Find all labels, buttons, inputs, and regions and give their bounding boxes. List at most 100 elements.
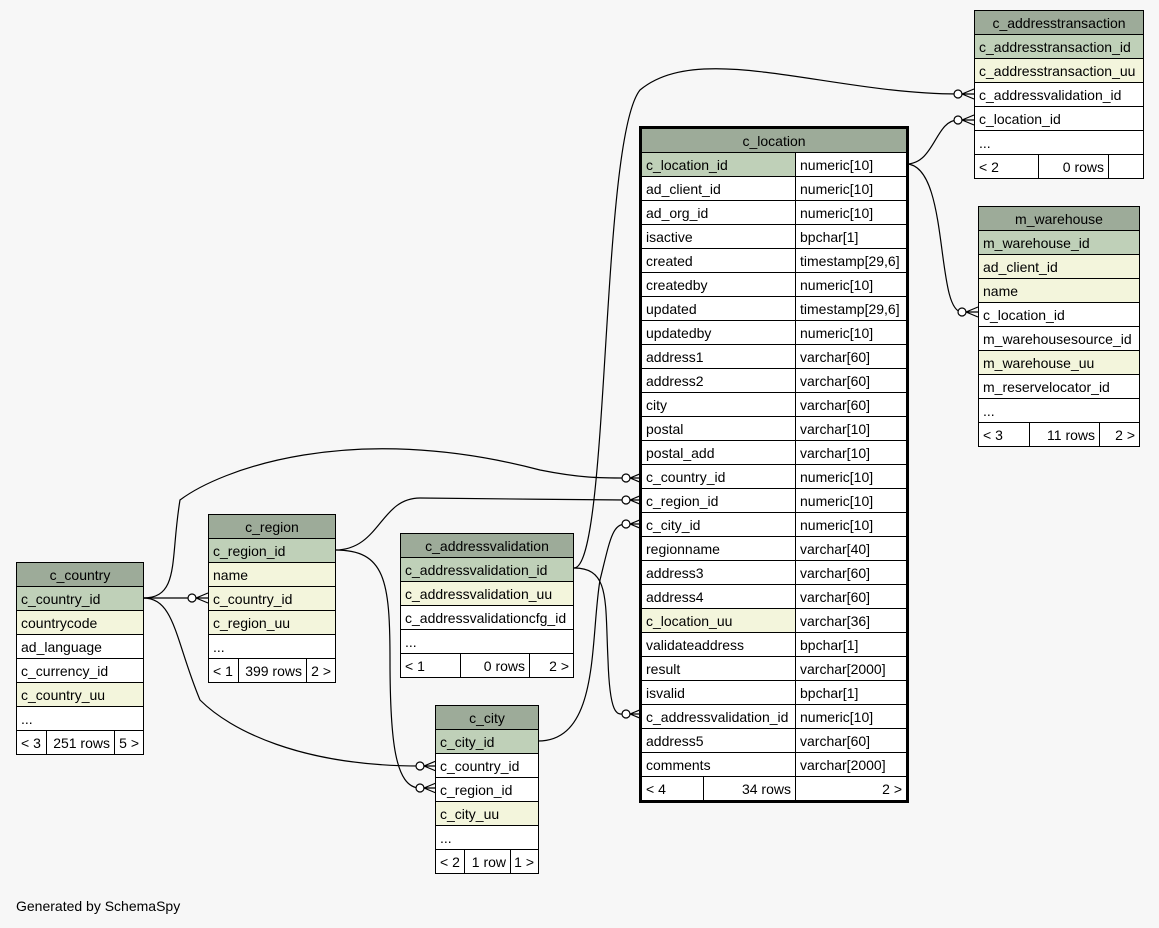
column-name[interactable]: name [978,278,1140,303]
column-name[interactable]: c_addressvalidation_id [974,82,1144,107]
child-count-link[interactable]: 5 > [114,730,144,755]
column-type: varchar[60] [795,560,907,585]
column-name[interactable]: c_addresstransaction_uu [974,58,1144,83]
column-name[interactable]: ... [208,634,336,659]
column-name[interactable]: comments [641,752,796,777]
column-name[interactable]: m_warehousesource_id [978,326,1140,351]
parent-count-link[interactable]: < 3 [978,422,1030,447]
child-count-link[interactable]: 2 > [795,776,907,801]
column-name[interactable]: c_city_id [641,512,796,537]
column-name[interactable]: name [208,562,336,587]
column-name[interactable]: validateaddress [641,632,796,657]
column-name[interactable]: c_location_id [974,106,1144,131]
column-type: numeric[10] [795,488,907,513]
column-type: bpchar[1] [795,632,907,657]
column-name[interactable]: c_addresstransaction_id [974,34,1144,59]
column-name[interactable]: address1 [641,344,796,369]
column-name[interactable]: c_city_uu [435,801,539,826]
column-name[interactable]: postal_add [641,440,796,465]
child-count-link[interactable] [1108,154,1144,179]
column-name[interactable]: postal [641,416,796,441]
table-header[interactable]: c_location [641,128,907,153]
column-name[interactable]: ad_client_id [641,176,796,201]
column-name[interactable]: isactive [641,224,796,249]
column-name[interactable]: ad_org_id [641,200,796,225]
column-name[interactable]: c_region_uu [208,610,336,635]
child-count-link[interactable]: 2 > [306,658,336,683]
child-count-link[interactable]: 2 > [1099,422,1140,447]
column-name[interactable]: c_location_id [641,152,796,177]
column-name[interactable]: updatedby [641,320,796,345]
table-header[interactable]: c_country [16,562,144,587]
column-name[interactable]: c_location_uu [641,608,796,633]
column-name[interactable]: c_location_id [978,302,1140,327]
relationship-line [334,549,421,789]
crows-foot-icon [961,114,975,126]
column-name[interactable]: c_region_id [208,538,336,563]
table-header[interactable]: c_city [435,705,539,730]
column-type: timestamp[29,6] [795,248,907,273]
parent-count-link[interactable]: < 4 [641,776,704,801]
column-name[interactable]: c_addressvalidation_uu [400,581,574,606]
child-count-link[interactable]: 2 > [529,653,574,678]
column-name[interactable]: c_region_id [435,777,539,802]
column-name[interactable]: updated [641,296,796,321]
row-count: 0 rows [1038,154,1109,179]
column-name[interactable]: c_addressvalidation_id [641,704,796,729]
column-name[interactable]: ... [978,398,1140,423]
column-name[interactable]: ... [435,825,539,850]
column-name[interactable]: m_warehouse_uu [978,350,1140,375]
row-count: 1 row [464,849,511,874]
column-name[interactable]: ... [974,130,1144,155]
parent-count-link[interactable]: < 2 [435,849,465,874]
table-header[interactable]: c_addressvalidation [400,533,574,558]
column-name[interactable]: created [641,248,796,273]
parent-count-link[interactable]: < 2 [974,154,1039,179]
optional-marker-icon [415,761,425,771]
column-name[interactable]: ... [400,629,574,654]
relationship-line [537,523,627,742]
column-type: varchar[10] [795,416,907,441]
column-name[interactable]: countrycode [16,610,144,635]
column-name[interactable]: c_currency_id [16,658,144,683]
parent-count-link[interactable]: < 1 [400,653,461,678]
column-name[interactable]: createdby [641,272,796,297]
column-name[interactable]: c_addressvalidation_id [400,557,574,582]
column-name[interactable]: m_warehouse_id [978,230,1140,255]
column-name[interactable]: ad_client_id [978,254,1140,279]
column-name[interactable]: ad_language [16,634,144,659]
table-header[interactable]: c_addresstransaction [974,10,1144,35]
column-name[interactable]: c_city_id [435,729,539,754]
column-name[interactable]: isvalid [641,680,796,705]
column-type: varchar[60] [795,392,907,417]
parent-count-link[interactable]: < 1 [208,658,239,683]
column-name[interactable]: c_country_id [435,753,539,778]
column-name[interactable]: c_addressvalidationcfg_id [400,605,574,630]
column-name[interactable]: city [641,392,796,417]
parent-count-link[interactable]: < 3 [16,730,47,755]
column-name[interactable]: ... [16,706,144,731]
column-name[interactable]: result [641,656,796,681]
column-name[interactable]: c_country_id [16,586,144,611]
column-name[interactable]: address3 [641,560,796,585]
table-header[interactable]: c_region [208,514,336,539]
column-name[interactable]: c_country_uu [16,682,144,707]
column-name[interactable]: address5 [641,728,796,753]
column-type: numeric[10] [795,200,907,225]
column-name[interactable]: c_country_id [208,586,336,611]
column-name[interactable]: c_region_id [641,488,796,513]
column-name[interactable]: regionname [641,536,796,561]
table-header[interactable]: m_warehouse [978,206,1140,231]
column-name[interactable]: address2 [641,368,796,393]
column-name[interactable]: m_reservelocator_id [978,374,1140,399]
column-name[interactable]: c_country_id [641,464,796,489]
child-count-link[interactable]: 1 > [510,849,539,874]
column-name[interactable]: address4 [641,584,796,609]
